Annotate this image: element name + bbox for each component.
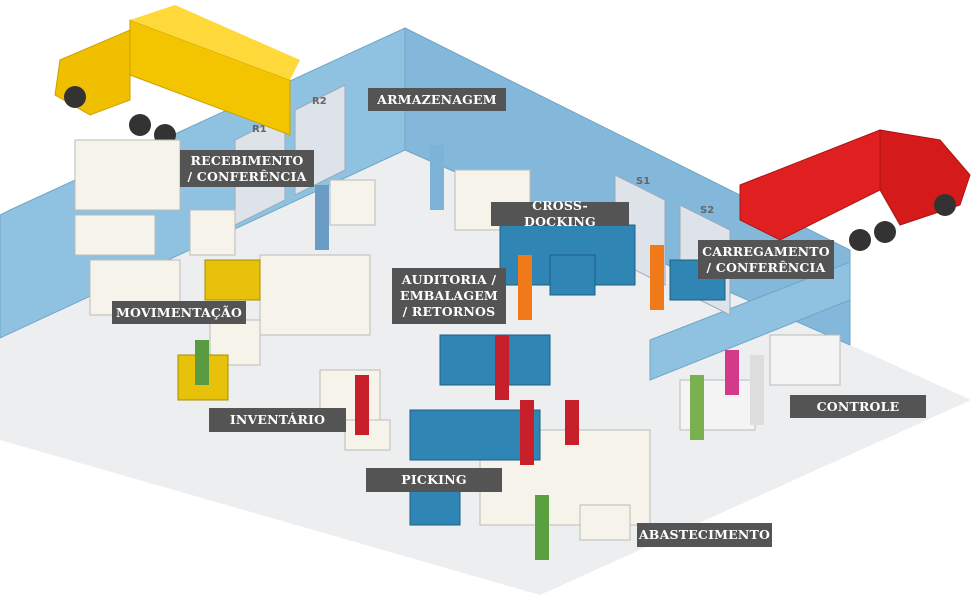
door-label-s1: S1 [636, 176, 650, 187]
label-auditoria: AUDITORIA / EMBALAGEM / RETORNOS [392, 268, 506, 324]
control-partition [649, 261, 851, 381]
label-controle: CONTROLE [790, 395, 926, 418]
label-inventario: INVENTÁRIO [209, 408, 346, 432]
door-label-s2: S2 [700, 205, 714, 216]
label-cross-docking: CROSS-DOCKING [491, 198, 629, 229]
label-picking: PICKING [366, 468, 502, 492]
workers [195, 145, 764, 560]
yellow-truck [54, 5, 300, 146]
label-movimentacao: MOVIMENTAÇÃO [112, 301, 246, 324]
label-abastecimento: ABASTECIMENTO [637, 523, 772, 547]
label-armazenagem: ARMAZENAGEM [368, 88, 506, 111]
label-carregamento: CARREGAMENTO / CONFERÊNCIA [698, 240, 834, 279]
label-recebimento: RECEBIMENTO / CONFERÊNCIA [180, 150, 314, 187]
door-label-r1: R1 [252, 124, 267, 135]
door-label-r2: R2 [312, 96, 327, 107]
red-truck [739, 129, 971, 251]
